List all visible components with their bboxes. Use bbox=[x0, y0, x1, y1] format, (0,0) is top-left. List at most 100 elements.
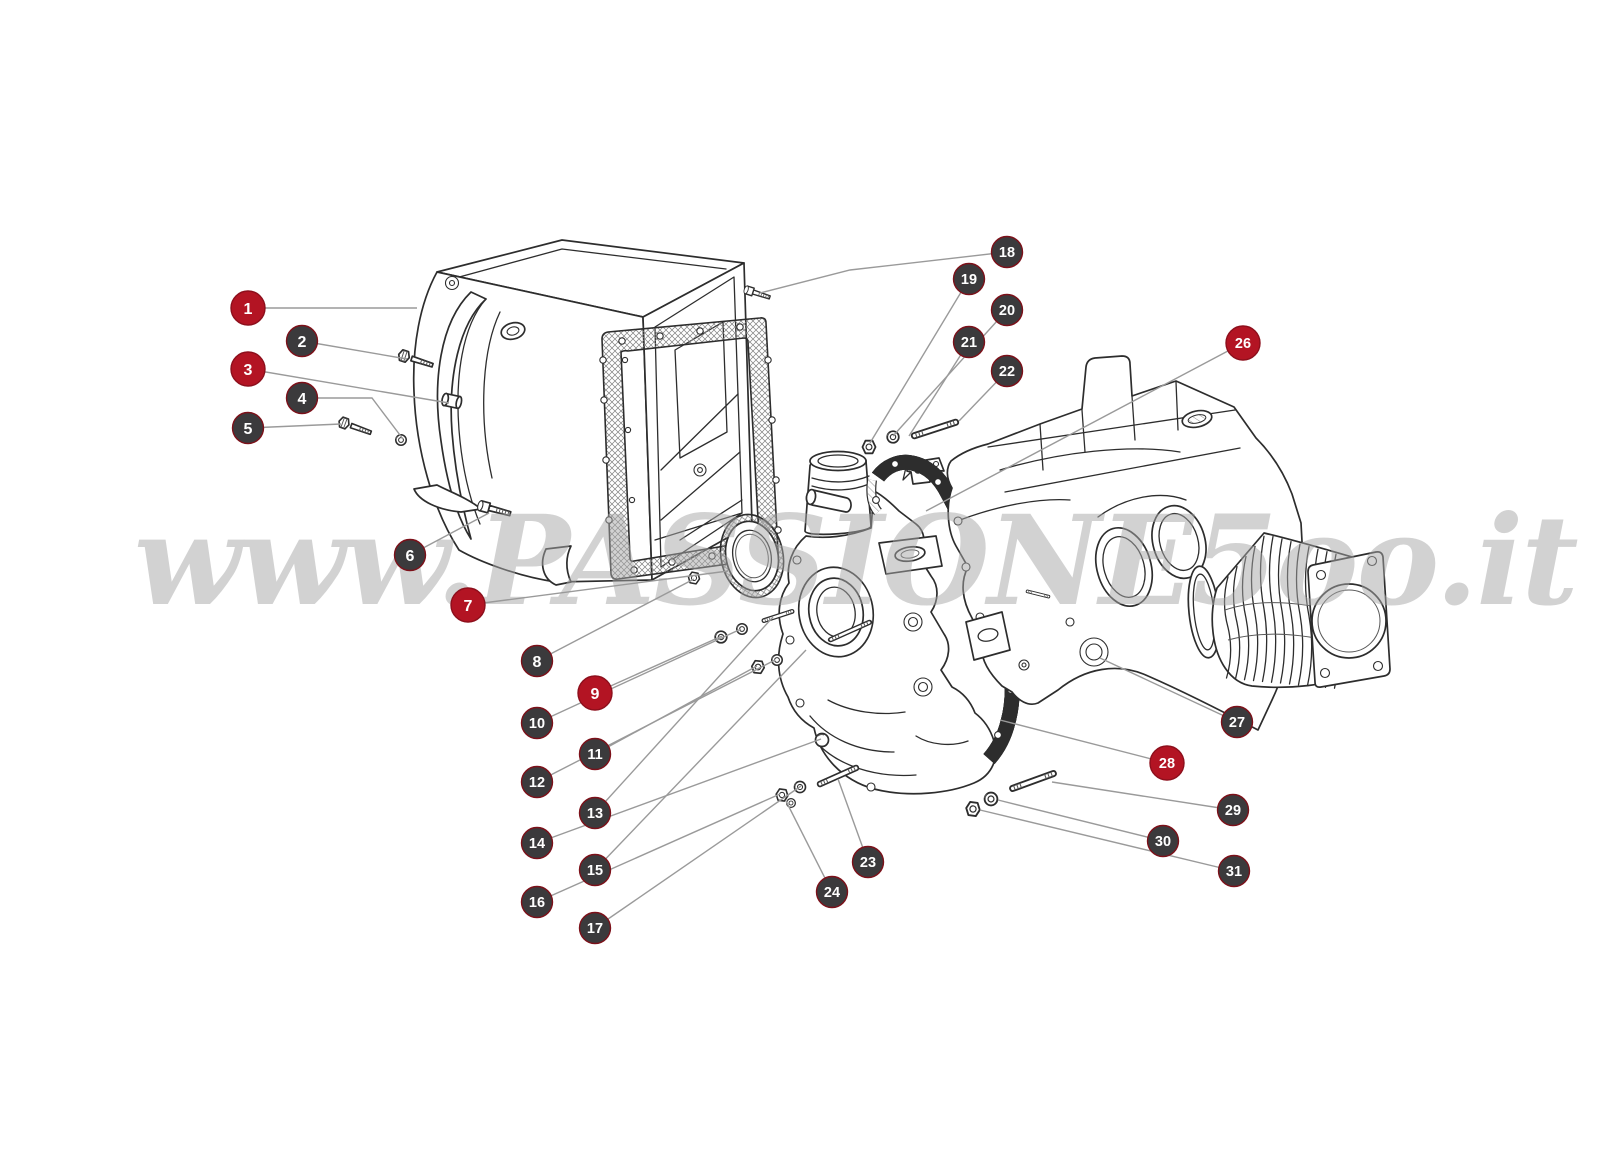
callout-13[interactable]: 13 bbox=[578, 796, 612, 830]
callout-7[interactable]: 7 bbox=[450, 587, 486, 623]
callout-ball-31[interactable] bbox=[1217, 854, 1251, 888]
callout-31[interactable]: 31 bbox=[1217, 854, 1251, 888]
callout-4[interactable]: 4 bbox=[285, 381, 319, 415]
callout-ball-17[interactable] bbox=[578, 911, 612, 945]
cooling-fins bbox=[1223, 535, 1340, 689]
callout-ball-8[interactable] bbox=[520, 644, 554, 678]
callout-9[interactable]: 9 bbox=[577, 675, 613, 711]
leader-line-7 bbox=[467, 570, 729, 606]
timing-cover-drawing bbox=[777, 450, 997, 795]
callout-number-1: 1 bbox=[244, 301, 253, 318]
callout-ball-4[interactable] bbox=[285, 381, 319, 415]
callout-ball-26[interactable] bbox=[1225, 325, 1261, 361]
callout-number-18: 18 bbox=[999, 245, 1015, 261]
callout-ball-12[interactable] bbox=[520, 765, 554, 799]
callout-11[interactable]: 11 bbox=[578, 737, 612, 771]
callout-1[interactable]: 1 bbox=[230, 290, 266, 326]
callout-number-20: 20 bbox=[999, 303, 1015, 319]
callout-number-8: 8 bbox=[533, 654, 542, 671]
callout-23[interactable]: 23 bbox=[851, 845, 885, 879]
callout-26[interactable]: 26 bbox=[1225, 325, 1261, 361]
callout-ball-30[interactable] bbox=[1146, 824, 1180, 858]
callout-ball-19[interactable] bbox=[952, 262, 986, 296]
leader-line-29 bbox=[1051, 781, 1234, 811]
callout-ball-3[interactable] bbox=[230, 351, 266, 387]
leader-line-21 bbox=[908, 341, 970, 437]
callout-17[interactable]: 17 bbox=[578, 911, 612, 945]
callout-18[interactable]: 18 bbox=[990, 235, 1024, 269]
callout-ball-7[interactable] bbox=[450, 587, 486, 623]
callout-ball-5[interactable] bbox=[231, 411, 265, 445]
callout-ball-6[interactable] bbox=[393, 538, 427, 572]
callout-ball-11[interactable] bbox=[578, 737, 612, 771]
callout-20[interactable]: 20 bbox=[990, 293, 1024, 327]
callout-ball-24[interactable] bbox=[815, 875, 849, 909]
callout-ball-10[interactable] bbox=[520, 706, 554, 740]
callout-21[interactable]: 21 bbox=[952, 325, 986, 359]
callout-6[interactable]: 6 bbox=[393, 538, 427, 572]
callout-number-2: 2 bbox=[298, 334, 307, 351]
callout-number-3: 3 bbox=[244, 362, 253, 379]
callout-number-17: 17 bbox=[587, 921, 603, 937]
callout-10[interactable]: 10 bbox=[520, 706, 554, 740]
callout-ball-21[interactable] bbox=[952, 325, 986, 359]
callout-29[interactable]: 29 bbox=[1216, 793, 1250, 827]
callout-30[interactable]: 30 bbox=[1146, 824, 1180, 858]
callout-5[interactable]: 5 bbox=[231, 411, 265, 445]
callout-number-27: 27 bbox=[1229, 715, 1245, 731]
callout-24[interactable]: 24 bbox=[815, 875, 849, 909]
callout-number-24: 24 bbox=[824, 885, 840, 901]
callout-number-12: 12 bbox=[529, 775, 545, 791]
plug-3 bbox=[441, 392, 463, 410]
callout-ball-15[interactable] bbox=[578, 853, 612, 887]
leader-line-2 bbox=[301, 340, 408, 360]
callout-ball-13[interactable] bbox=[578, 796, 612, 830]
ball-plug-14 bbox=[814, 732, 830, 748]
callout-ball-22[interactable] bbox=[990, 354, 1024, 388]
leader-line-18 bbox=[759, 251, 1008, 294]
callout-ball-18[interactable] bbox=[990, 235, 1024, 269]
callout-ball-1[interactable] bbox=[230, 290, 266, 326]
callout-ball-29[interactable] bbox=[1216, 793, 1250, 827]
callout-number-16: 16 bbox=[529, 895, 545, 911]
callout-ball-9[interactable] bbox=[577, 675, 613, 711]
callout-28[interactable]: 28 bbox=[1149, 745, 1185, 781]
callout-ball-20[interactable] bbox=[990, 293, 1024, 327]
leader-line-12 bbox=[536, 659, 776, 783]
callout-3[interactable]: 3 bbox=[230, 351, 266, 387]
sump-gasket-holes bbox=[599, 323, 782, 574]
callout-2[interactable]: 2 bbox=[285, 324, 319, 358]
cylinder-drawing bbox=[1187, 532, 1391, 689]
callout-ball-2[interactable] bbox=[285, 324, 319, 358]
callout-27[interactable]: 27 bbox=[1220, 705, 1254, 739]
leader-line-28 bbox=[999, 719, 1168, 764]
callout-number-9: 9 bbox=[591, 686, 600, 703]
callout-number-4: 4 bbox=[298, 391, 307, 408]
oil-seal-drawing bbox=[719, 513, 785, 599]
callout-15[interactable]: 15 bbox=[578, 853, 612, 887]
callout-ball-14[interactable] bbox=[520, 826, 554, 860]
fan-shroud-drawing bbox=[412, 239, 753, 586]
leader-line-17 bbox=[594, 785, 802, 929]
callout-number-10: 10 bbox=[529, 716, 545, 732]
callout-ball-23[interactable] bbox=[851, 845, 885, 879]
callout-12[interactable]: 12 bbox=[520, 765, 554, 799]
callout-8[interactable]: 8 bbox=[520, 644, 554, 678]
leader-line-24 bbox=[785, 800, 833, 893]
leader-line-30 bbox=[997, 799, 1164, 842]
callout-22[interactable]: 22 bbox=[990, 354, 1024, 388]
callout-14[interactable]: 14 bbox=[520, 826, 554, 860]
leader-line-3 bbox=[247, 368, 450, 404]
callout-ball-28[interactable] bbox=[1149, 745, 1185, 781]
leader-line-8 bbox=[536, 578, 695, 662]
callout-19[interactable]: 19 bbox=[952, 262, 986, 296]
leader-line-16 bbox=[536, 793, 781, 903]
leader-line-14 bbox=[536, 738, 822, 844]
callout-ball-16[interactable] bbox=[520, 885, 554, 919]
callout-16[interactable]: 16 bbox=[520, 885, 554, 919]
callout-number-14: 14 bbox=[529, 836, 545, 852]
callout-ball-27[interactable] bbox=[1220, 705, 1254, 739]
